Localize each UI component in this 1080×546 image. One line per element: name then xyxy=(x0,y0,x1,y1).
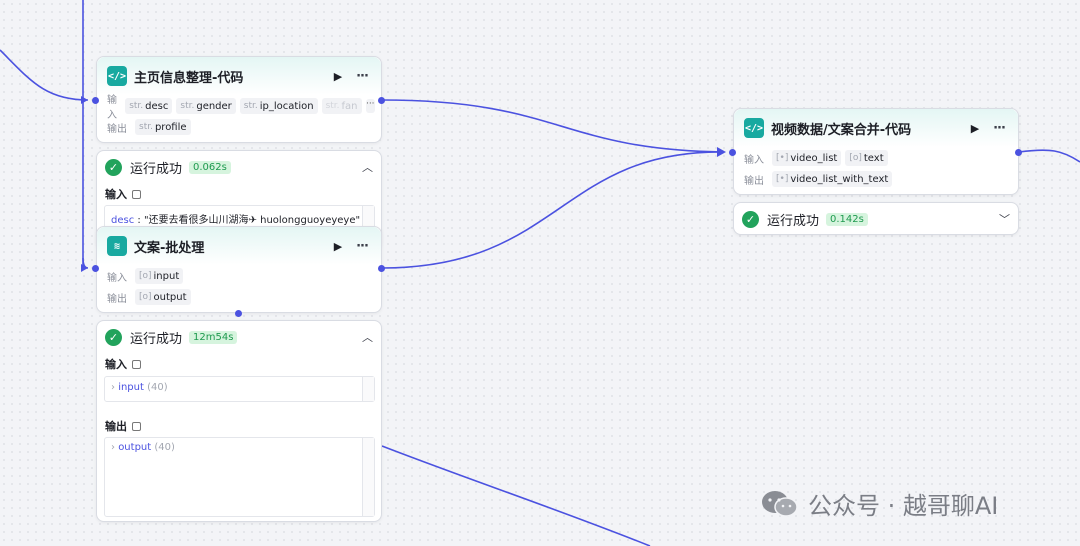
merge-run-panel: ✓ 运行成功 0.142s ﹀ xyxy=(733,202,1019,235)
check-circle-icon: ✓ xyxy=(105,328,122,346)
node-title: 主页信息整理-代码 xyxy=(134,70,244,86)
code-icon: </> xyxy=(107,66,127,86)
node-merge[interactable]: </> 视频数据/文案合并-代码 ▶ ··· 输入 [•]video_list … xyxy=(733,108,1019,195)
play-icon[interactable]: ▶ xyxy=(333,69,343,83)
node-header: </> 视频数据/文案合并-代码 ▶ ··· xyxy=(734,109,1018,147)
output-section-title: 输出 xyxy=(105,418,141,434)
batch-run-panel: ✓ 运行成功 12m54s ︿ 输入 › input (40) 输出 › out… xyxy=(96,320,382,522)
edge-merge-out xyxy=(1018,149,1080,163)
time-badge: 12m54s xyxy=(189,330,238,344)
homepage-run-status: ✓ 运行成功 0.062s ︿ xyxy=(105,152,373,182)
input-label: 输入 xyxy=(107,272,127,284)
time-badge: 0.142s xyxy=(826,212,868,226)
more-icon[interactable]: ··· xyxy=(356,68,369,84)
node-title: 视频数据/文案合并-代码 xyxy=(771,122,912,138)
param-chip: str.gender xyxy=(176,98,236,114)
chevron-up-icon[interactable]: ︿ xyxy=(362,161,373,174)
watermark: 公众号 · 越哥聊AI xyxy=(760,486,998,521)
play-icon[interactable]: ▶ xyxy=(333,239,343,253)
edge-homepage-to-merge xyxy=(381,99,725,153)
copy-icon[interactable] xyxy=(132,421,141,431)
node-homepage[interactable]: </> 主页信息整理-代码 ▶ ··· 输入 str.desc str.gend… xyxy=(96,56,382,143)
more-icon[interactable]: ··· xyxy=(993,120,1006,136)
param-chip: [o]input xyxy=(135,268,184,284)
node-title: 文案-批处理 xyxy=(134,240,205,256)
code-icon: </> xyxy=(744,118,764,138)
edge-vertical-to-batch xyxy=(82,257,89,269)
edge-batch-to-merge xyxy=(381,151,725,269)
input-section-title: 输入 xyxy=(105,356,141,372)
merge-output-port[interactable] xyxy=(1015,149,1022,156)
watermark-text: 公众号 · 越哥聊AI xyxy=(808,492,999,520)
merge-input-port[interactable] xyxy=(729,149,736,156)
param-chip: [o]output xyxy=(135,289,191,305)
wechat-icon xyxy=(762,490,798,517)
chevron-down-icon[interactable]: ﹀ xyxy=(999,213,1010,226)
copy-icon[interactable] xyxy=(132,359,141,369)
homepage-input-port[interactable] xyxy=(92,97,99,104)
output-row: 输出 str.profile xyxy=(107,118,375,136)
status-text: 运行成功 xyxy=(130,161,183,177)
output-label: 输出 xyxy=(744,175,764,187)
arrow-merge xyxy=(717,147,726,157)
play-icon[interactable]: ▶ xyxy=(970,121,980,135)
edge-left-to-homepage xyxy=(0,49,89,101)
scrollbar[interactable] xyxy=(362,438,374,516)
status-text: 运行成功 xyxy=(767,213,820,229)
arrow-batch xyxy=(81,264,88,272)
batch-output-port[interactable] xyxy=(378,265,385,272)
scrollbar[interactable] xyxy=(362,377,374,401)
expand-icon[interactable]: › xyxy=(111,382,115,393)
node-header: </> 主页信息整理-代码 ▶ ··· xyxy=(97,57,381,95)
layers-icon: ≋ xyxy=(107,236,127,256)
expand-icon[interactable]: › xyxy=(111,442,115,453)
tree-count: (40) xyxy=(154,442,175,453)
check-circle-icon: ✓ xyxy=(105,158,122,176)
batch-input-port[interactable] xyxy=(92,265,99,272)
homepage-output-port[interactable] xyxy=(378,97,385,104)
status-text: 运行成功 xyxy=(130,331,183,347)
batch-run-status: ✓ 运行成功 12m54s ︿ xyxy=(105,322,373,352)
node-header: ≋ 文案-批处理 ▶ ··· xyxy=(97,227,381,265)
param-chip: str.desc xyxy=(125,98,173,114)
copy-icon[interactable] xyxy=(132,189,141,199)
param-chip: str.fan xyxy=(321,98,362,114)
param-chip: [o]text xyxy=(845,150,888,166)
input-row: 输入 str.desc str.gender str.ip_location s… xyxy=(107,95,375,121)
output-label: 输出 xyxy=(107,123,127,135)
param-chip: str.ip_location xyxy=(239,98,318,114)
tree-count: (40) xyxy=(147,382,168,393)
tree-key[interactable]: input xyxy=(118,382,144,393)
preview-key: desc xyxy=(111,215,135,226)
batch-inner-port[interactable] xyxy=(235,310,242,317)
node-batch[interactable]: ≋ 文案-批处理 ▶ ··· 输入 [o]input 输出 [o]output xyxy=(96,226,382,313)
merge-run-status: ✓ 运行成功 0.142s ﹀ xyxy=(742,204,1010,234)
output-row: 输出 [o]output xyxy=(107,288,375,306)
preview-value: : "还要去看很多山川湖海✈ huolongguoyeyeye" xyxy=(134,215,361,226)
param-chip: str.profile xyxy=(135,119,191,135)
check-circle-icon: ✓ xyxy=(742,210,759,228)
input-row: 输入 [o]input xyxy=(107,267,375,285)
input-label: 输入 xyxy=(107,95,117,121)
input-tree-box: › input (40) xyxy=(104,376,375,402)
chevron-up-icon[interactable]: ︿ xyxy=(362,331,373,344)
output-tree-box: › output (40) xyxy=(104,437,375,517)
more-icon[interactable]: ··· xyxy=(356,238,369,254)
param-chip: [•]video_list xyxy=(772,150,842,166)
more-params-icon[interactable]: ··· xyxy=(365,99,375,113)
input-row: 输入 [•]video_list [o]text xyxy=(744,149,1012,167)
tree-key[interactable]: output xyxy=(118,442,152,453)
output-row: 输出 [•]video_list_with_text xyxy=(744,170,1012,188)
input-label: 输入 xyxy=(744,154,764,166)
input-section-title: 输入 xyxy=(105,186,141,202)
edge-bottom-out xyxy=(381,445,651,546)
output-label: 输出 xyxy=(107,293,127,305)
time-badge: 0.062s xyxy=(189,160,231,174)
param-chip: [•]video_list_with_text xyxy=(772,171,893,187)
arrow-homepage xyxy=(81,96,88,104)
